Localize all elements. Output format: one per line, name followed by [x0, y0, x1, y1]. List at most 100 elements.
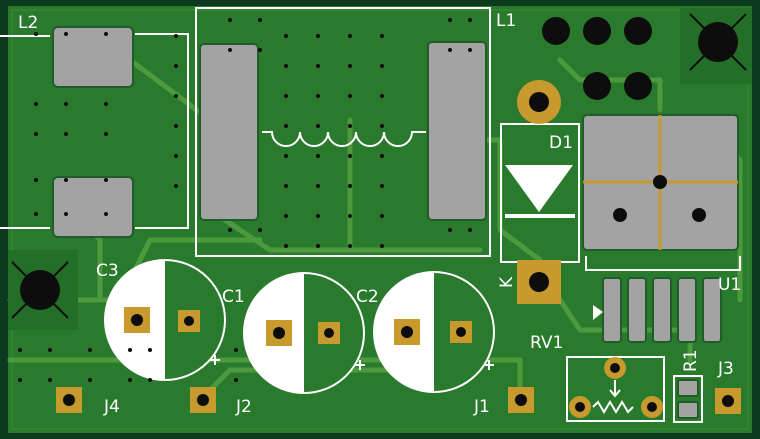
stitch-via [34, 132, 38, 136]
stitch-via [228, 18, 232, 22]
stitch-via [316, 154, 320, 158]
c3-pad-2-hole [184, 316, 194, 326]
mh-tr-cross [689, 13, 747, 71]
mounting-hole-left [8, 250, 78, 330]
stitch-via [148, 378, 152, 382]
stitch-via [468, 18, 472, 22]
stitch-via [284, 214, 288, 218]
resistor-r1: R1 [673, 349, 703, 423]
connector-j2: J2 [190, 387, 252, 417]
stitch-via [284, 124, 288, 128]
stitch-via [174, 34, 178, 38]
c3-silk-outline [104, 259, 226, 381]
stitch-via [284, 64, 288, 68]
stitch-via [380, 34, 384, 38]
diode-d1: D1 K [497, 80, 580, 304]
stitch-via [34, 178, 38, 182]
stitch-via [104, 32, 108, 36]
stitch-via [88, 378, 92, 382]
stitch-via [284, 34, 288, 38]
j4-pad-hole [63, 394, 75, 406]
stitch-via [380, 184, 384, 188]
stitching-vias [18, 18, 472, 382]
d1-pad-anode-hole [529, 92, 549, 112]
stitch-via [34, 102, 38, 106]
stitch-via [380, 154, 384, 158]
d1-designator: D1 [549, 133, 573, 153]
j3-pad-hole [722, 395, 734, 407]
u1-pin-4 [677, 277, 697, 343]
capacitor-c1: C1 [222, 272, 365, 394]
stitch-via [64, 178, 68, 182]
stitch-via [64, 102, 68, 106]
stitch-via [174, 154, 178, 158]
stitch-via [284, 184, 288, 188]
l1-pad-2 [427, 41, 487, 221]
capacitor-c2: C2 [356, 271, 495, 393]
j1-designator: J1 [473, 397, 490, 417]
l1-coil-symbol [262, 131, 426, 147]
c1-designator: C1 [222, 287, 245, 307]
stitch-via [348, 34, 352, 38]
u1-tab-via-left [613, 208, 627, 222]
stitch-via [234, 378, 238, 382]
stitch-via [284, 94, 288, 98]
stitch-via [284, 244, 288, 248]
stitch-via [380, 94, 384, 98]
stitch-via [128, 378, 132, 382]
stitch-via [348, 94, 352, 98]
via-1 [542, 17, 570, 45]
stitch-via [448, 18, 452, 22]
l1-silk-outline [195, 7, 491, 257]
stitch-via [468, 228, 472, 232]
stitch-via [88, 348, 92, 352]
l1-designator: L1 [496, 11, 516, 31]
mounting-hole-top-right [680, 8, 752, 84]
u1-pin-1 [602, 277, 622, 343]
l1-pad-1 [199, 43, 259, 221]
stitch-via [48, 378, 52, 382]
stitch-via [448, 228, 452, 232]
stitch-via [234, 348, 238, 352]
stitch-via [48, 348, 52, 352]
rv1-resistor-symbol [592, 400, 634, 414]
stitch-via [64, 32, 68, 36]
stitch-via [316, 214, 320, 218]
connector-j1: J1 [473, 387, 534, 417]
u1-pin-5 [702, 277, 722, 343]
j4-designator: J4 [103, 397, 120, 417]
u1-pin1-marker [593, 305, 603, 320]
stitch-via [348, 124, 352, 128]
stitch-via [316, 64, 320, 68]
stitch-via [228, 48, 232, 52]
c3-plus-sign [210, 355, 220, 365]
via-3 [624, 17, 652, 45]
stitch-via [380, 214, 384, 218]
c2-plus-sign [484, 360, 494, 370]
stitch-via [128, 348, 132, 352]
stitch-via [348, 214, 352, 218]
u1-tab-via-center [653, 175, 667, 189]
j1-pad-hole [515, 394, 527, 406]
u1-pin-3 [652, 277, 672, 343]
rv1-designator: RV1 [530, 333, 563, 353]
l2-pad-2 [52, 176, 134, 238]
c2-designator: C2 [356, 287, 379, 307]
stitch-via [18, 348, 22, 352]
capacitor-c3: C3 [96, 259, 226, 381]
l2-pad-1 [52, 26, 134, 88]
c3-pad-1-hole [131, 314, 143, 326]
via-4 [583, 72, 611, 100]
mh-l-cross [11, 261, 69, 319]
stitch-via [316, 124, 320, 128]
trace-top-right [557, 57, 663, 113]
r1-pad-2 [677, 401, 699, 419]
r1-pad-1 [677, 379, 699, 397]
stitch-via [316, 184, 320, 188]
stitch-via [316, 34, 320, 38]
stitch-via [174, 94, 178, 98]
r1-designator: R1 [681, 349, 701, 372]
d1-pad-cathode-hole [529, 272, 549, 292]
d1-k-label: K [497, 276, 517, 288]
stitch-via [258, 48, 262, 52]
